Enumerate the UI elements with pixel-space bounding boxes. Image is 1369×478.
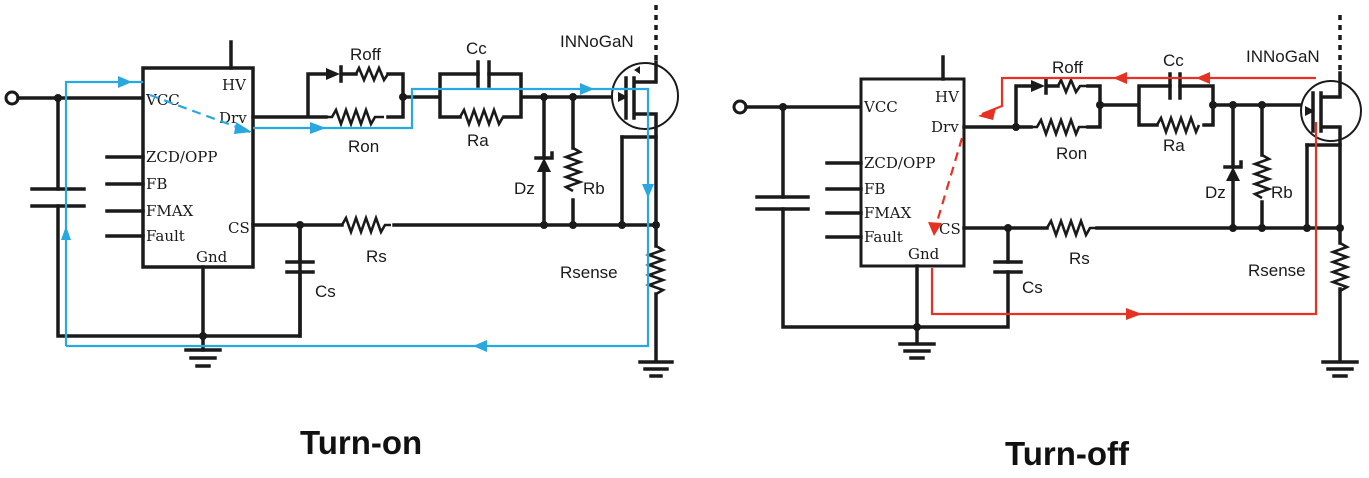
input-terminal	[4, 90, 20, 106]
input-terminal	[732, 99, 748, 115]
controller-ic	[859, 77, 966, 268]
rb-label: Rb	[1271, 183, 1293, 202]
dz-zener-icon	[1223, 160, 1243, 181]
turn-off-current-path	[928, 72, 1318, 320]
controller-ic	[141, 66, 255, 269]
roff-diode-icon	[326, 65, 358, 83]
cc-label: Cc	[1163, 51, 1184, 70]
cs-label: Cs	[315, 282, 336, 301]
cc-label: Cc	[466, 39, 487, 58]
pin-zcd-label: ZCD/OPP	[864, 154, 935, 172]
ron-label: Ron	[348, 137, 379, 156]
turn-on-caption: Turn-on	[300, 424, 422, 461]
ground-icon	[898, 342, 936, 360]
rs-resistor	[340, 214, 391, 236]
turn-on-circuit: VCC HV Drv ZCD/OPP FB FMAX Fault CS Gnd	[4, 5, 679, 461]
pin-drv-label: Drv	[931, 118, 959, 136]
pin-hv-label: HV	[935, 88, 960, 106]
dz-label: Dz	[514, 179, 535, 198]
rb-resistor	[1251, 153, 1273, 200]
device-label: INNoGaN	[560, 32, 634, 51]
bulk-capacitor	[30, 187, 86, 208]
rs-label: Rs	[366, 247, 387, 266]
roff-resistor	[354, 64, 392, 84]
roff-label: Roff	[1052, 58, 1083, 77]
ra-resistor	[458, 106, 505, 128]
pin-vcc-label: VCC	[863, 98, 898, 116]
roff-label: Roff	[350, 45, 381, 64]
pin-gnd-label: Gnd	[908, 245, 940, 263]
pin-fmax-label: FMAX	[146, 202, 194, 220]
pin-vcc-label: VCC	[145, 91, 180, 109]
cc-capacitor	[476, 60, 491, 88]
pin-fmax-label: FMAX	[864, 204, 912, 222]
pin-fault-label: Fault	[146, 227, 185, 245]
rsense-resistor	[1329, 241, 1351, 293]
ron-resistor	[326, 106, 384, 128]
ron-resistor	[1031, 116, 1088, 138]
rb-resistor	[562, 146, 584, 193]
pin-cs-label: CS	[228, 219, 250, 237]
device-label: INNoGaN	[1246, 47, 1320, 66]
roff-resistor	[1056, 76, 1088, 96]
pin-gnd-label: Gnd	[196, 248, 228, 266]
bulk-capacitor	[755, 195, 810, 211]
pin-fault-label: Fault	[864, 228, 903, 246]
rs-resistor	[1045, 217, 1096, 239]
pin-cs-label: CS	[939, 220, 961, 238]
ra-label: Ra	[1163, 136, 1185, 155]
ground-icon	[1321, 360, 1359, 378]
dz-label: Dz	[1205, 183, 1226, 202]
pin-fb-label: FB	[864, 180, 885, 198]
ra-label: Ra	[467, 131, 489, 150]
ground-icon	[184, 348, 222, 368]
pin-fb-label: FB	[146, 175, 167, 193]
ra-resistor	[1155, 114, 1201, 136]
dz-zener-icon	[534, 151, 554, 172]
ron-label: Ron	[1056, 144, 1087, 163]
turn-off-caption: Turn-off	[1005, 435, 1130, 472]
gan-transistor-icon	[1300, 71, 1362, 147]
turn-on-current-path	[61, 76, 654, 352]
ground-icon	[638, 360, 674, 378]
rs-label: Rs	[1069, 249, 1090, 268]
gan-transistor-icon	[611, 60, 679, 139]
pin-hv-label: HV	[222, 76, 247, 94]
rb-label: Rb	[583, 179, 605, 198]
pin-zcd-label: ZCD/OPP	[146, 148, 217, 166]
rsense-resistor	[645, 244, 667, 296]
turn-off-circuit: VCC HV Drv ZCD/OPP FB FMAX Fault CS Gnd	[732, 15, 1362, 472]
cs-label: Cs	[1022, 278, 1043, 297]
rsense-label: Rsense	[1248, 261, 1306, 280]
pin-drv-label: Drv	[219, 109, 247, 127]
cs-capacitor	[993, 260, 1023, 274]
cs-capacitor	[285, 260, 315, 274]
rsense-label: Rsense	[560, 263, 618, 282]
roff-diode-icon	[1031, 77, 1060, 95]
